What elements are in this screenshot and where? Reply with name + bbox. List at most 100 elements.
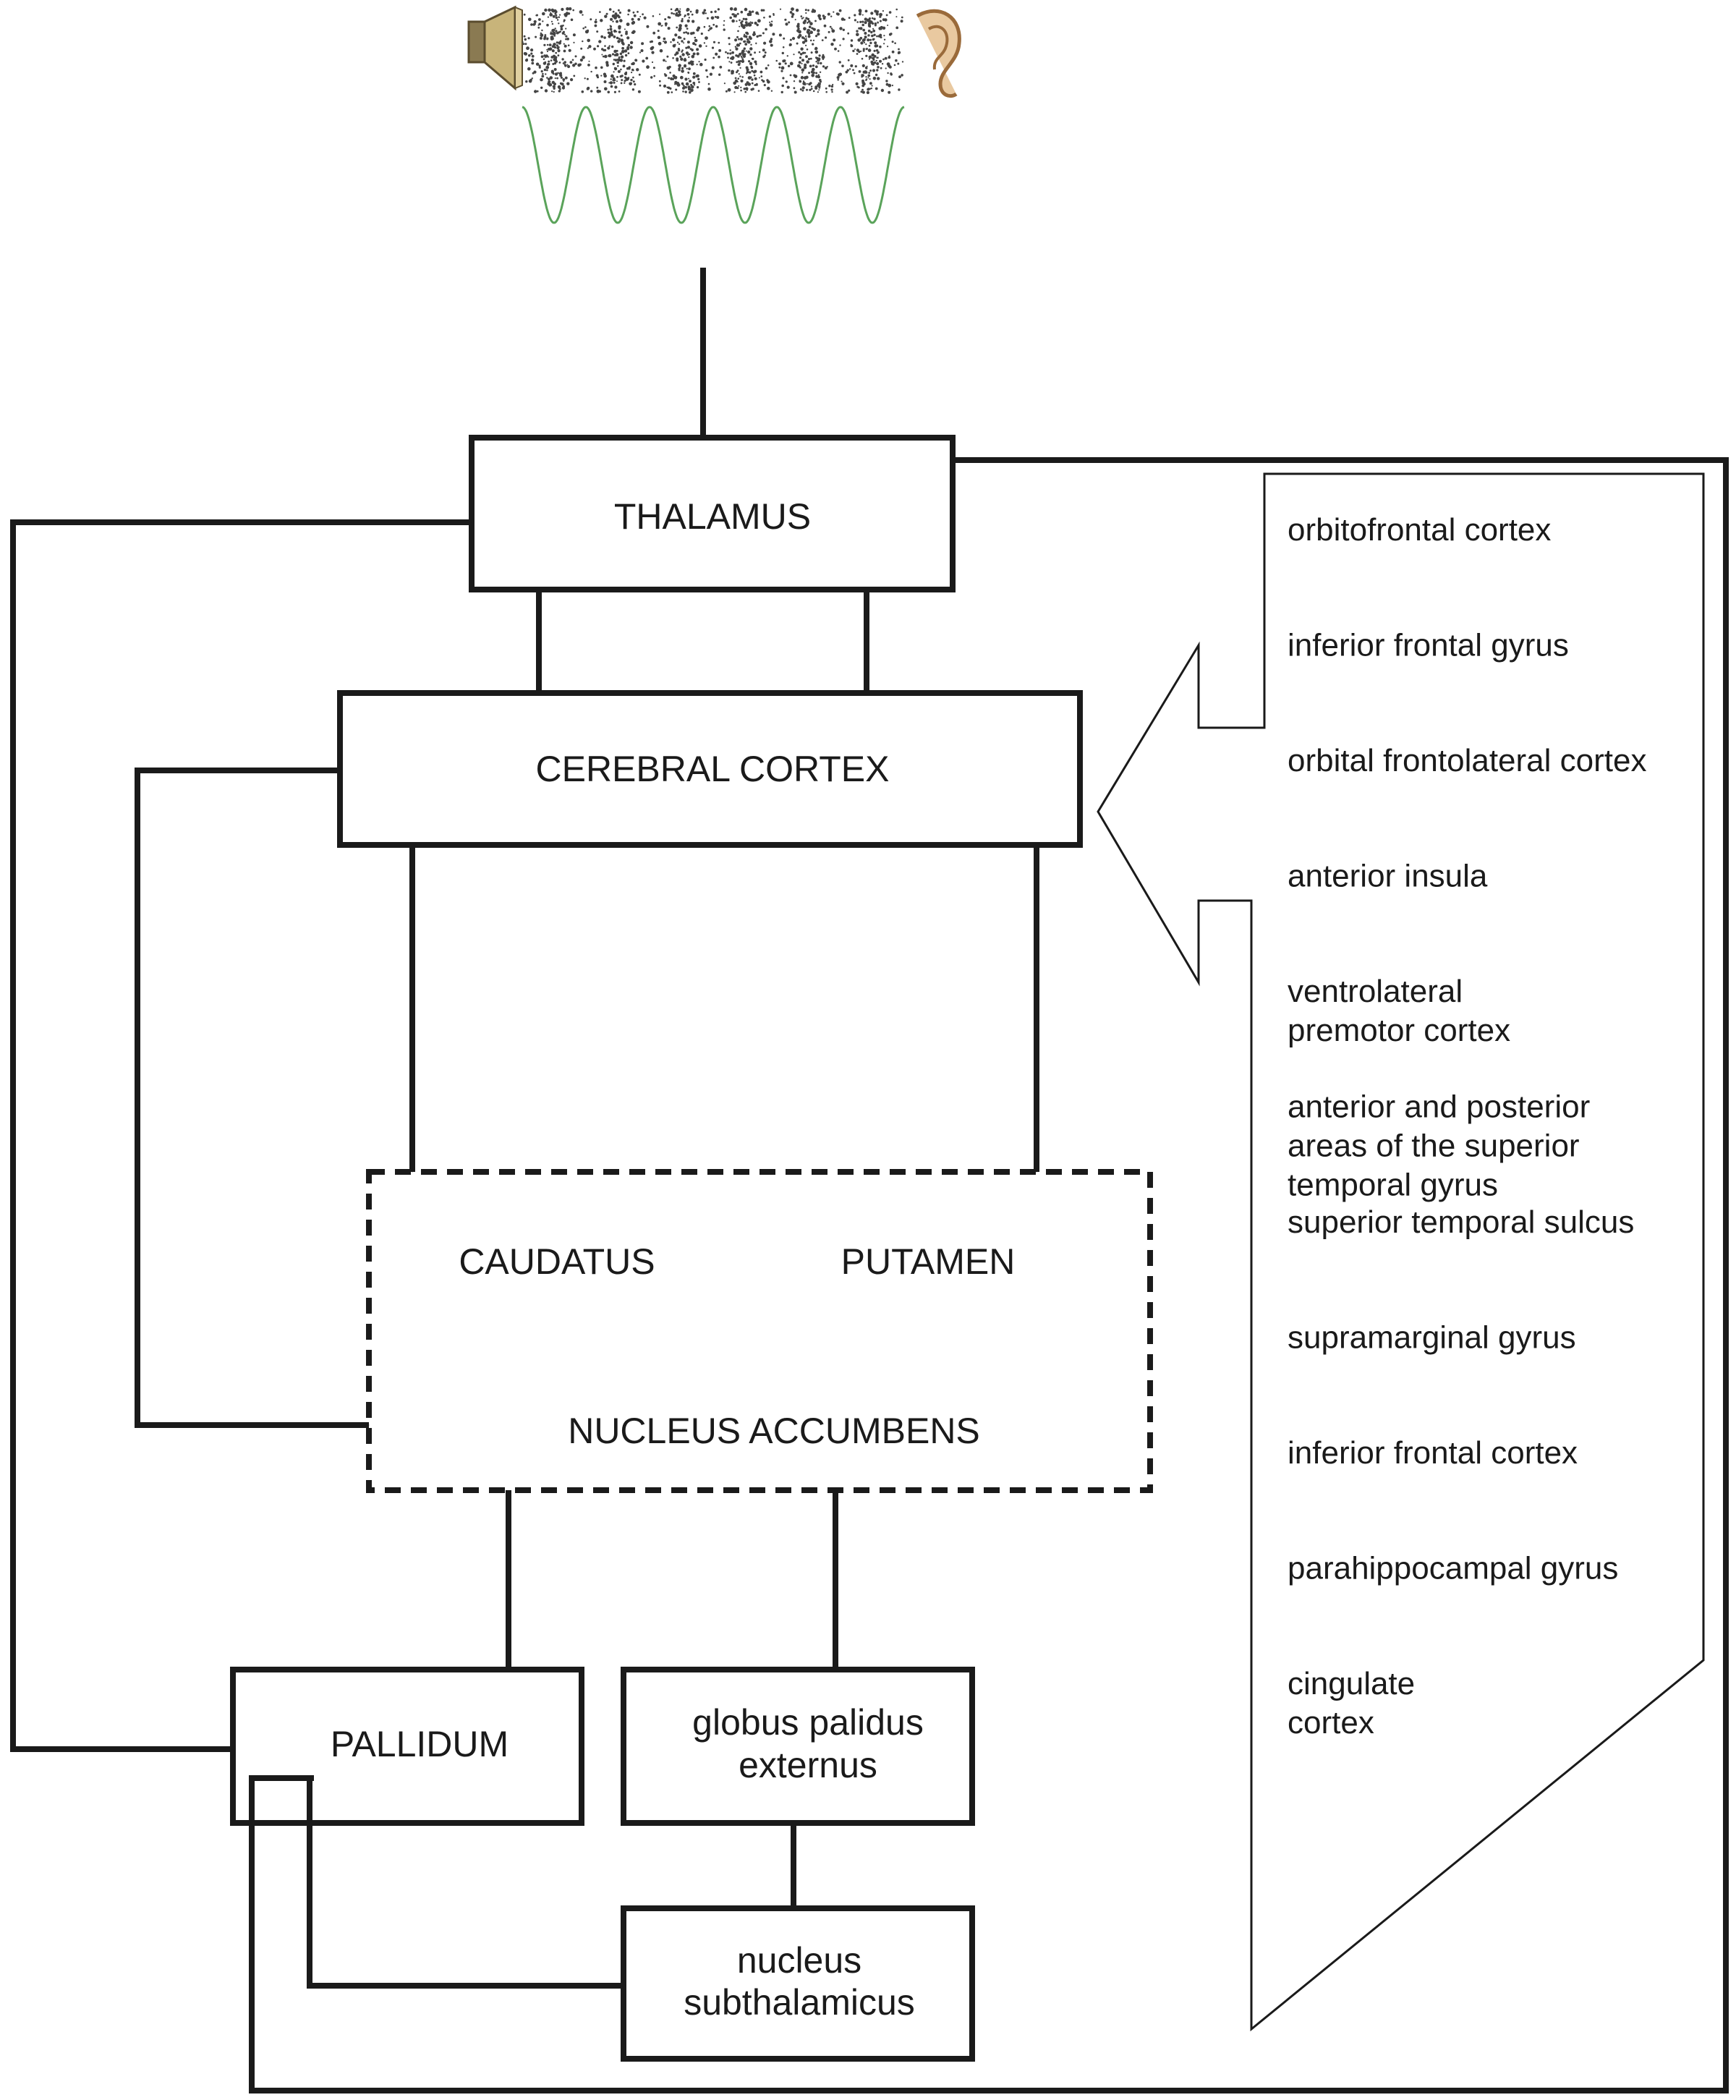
noise-particle [587,38,590,43]
noise-particle [548,80,551,84]
noise-particle [682,90,684,93]
noise-particle [751,88,753,91]
noise-particle [783,37,786,40]
noise-particle [555,51,558,54]
speaker-icon [467,5,523,91]
noise-particle [894,42,896,44]
noise-particle [785,80,788,83]
noise-particle [595,66,597,69]
noise-particle [666,90,670,94]
noise-particle [620,68,622,71]
noise-particle [678,13,681,17]
noise-particle [546,50,549,53]
noise-particle [552,14,556,18]
noise-particle [680,75,684,80]
noise-particle [741,51,744,54]
noise-particle [590,70,592,73]
noise-particle [808,82,811,86]
noise-particle [876,69,879,72]
noise-particle [595,19,597,21]
noise-particle [764,51,767,54]
noise-particle [808,20,811,23]
noise-particle [830,88,833,91]
noise-particle [803,27,807,30]
noise-particle [888,90,891,94]
noise-particle [685,31,688,34]
noise-particle [608,54,612,58]
noise-particle [817,29,820,33]
noise-particle [741,20,744,23]
noise-particle [567,64,571,69]
noise-particle [802,21,807,25]
noise-particle [546,23,549,27]
noise-particle [541,75,545,78]
noise-particle [770,43,773,47]
noise-particle [671,12,673,14]
noise-particle [554,77,556,80]
noise-particle [867,38,870,42]
noise-particle [789,11,793,14]
noise-particle [818,89,820,91]
noise-particle [796,25,800,28]
noise-particle [608,45,610,47]
noise-particle [804,35,807,38]
noise-particle [614,12,618,15]
noise-particle [861,74,864,77]
noise-particle [663,41,665,43]
noise-particle [673,12,675,15]
noise-particle [739,75,741,77]
noise-particle [749,13,752,17]
noise-particle [879,45,882,48]
noise-particle [859,20,862,23]
noise-particle [568,48,571,52]
noise-particle [858,12,861,16]
noise-particle [871,85,873,87]
noise-particle [703,9,707,12]
noise-particle [800,15,803,17]
noise-particle [567,44,570,46]
noise-particle [877,21,879,24]
noise-particle [542,20,544,22]
noise-particle [817,74,820,76]
noise-particle [657,35,661,39]
noise-particle [745,87,749,90]
region-9: parahippocampal gyrus [1288,1550,1618,1586]
noise-particle [739,62,741,64]
noise-particle [536,14,538,17]
noise-particle [553,68,557,71]
noise-particle [687,71,690,74]
noise-particle [604,87,608,91]
noise-particle [798,61,801,64]
noise-particle [553,35,556,37]
noise-particle [562,78,566,81]
noise-particle [553,58,558,61]
noise-particle [883,38,886,41]
noise-particle [684,57,686,60]
noise-particle [530,23,533,26]
noise-particle [546,77,548,79]
striatum-box: CAUDATUS PUTAMEN NUCLEUS ACCUMBENS [366,1169,1153,1493]
noise-particle [540,70,543,73]
noise-particle [624,80,626,82]
noise-particle [847,59,850,61]
noise-particle [531,58,535,62]
region-0: orbitofrontal cortex [1288,512,1551,548]
noise-particle [723,24,725,26]
noise-particle [532,72,535,75]
noise-particle [865,79,867,82]
noise-particle [817,33,820,36]
noise-particle [804,66,806,68]
noise-particle [565,35,568,38]
noise-particle [706,75,709,78]
noise-particle [534,90,537,93]
noise-particle [608,8,612,11]
noise-particle [736,69,739,72]
noise-particle [530,48,534,52]
noise-particle [739,25,741,27]
noise-particle [711,46,715,49]
noise-particle [659,48,663,53]
noise-particle [548,77,550,81]
noise-particle [584,26,587,28]
